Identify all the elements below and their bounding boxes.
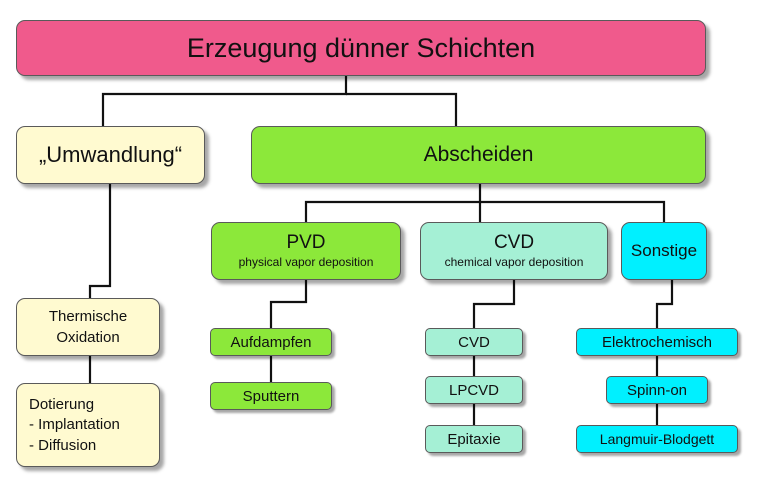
pvd-label: PVD — [286, 232, 326, 254]
thermische-line1: Thermische — [48, 307, 128, 325]
abscheiden-node: Abscheiden — [251, 126, 706, 184]
connector-cvd — [472, 280, 516, 328]
cvd-label: CVD — [493, 232, 535, 254]
root-node-label: Erzeugung dünner Schichten — [186, 32, 536, 63]
spinn-on-label: Spinn-on — [626, 381, 688, 399]
spinn-on-node: Spinn-on — [606, 376, 708, 404]
umwandlung-label: „Umwandlung“ — [38, 142, 183, 167]
dotierung-line1: Dotierung — [29, 396, 95, 414]
connector-abscheiden — [304, 184, 482, 222]
dotierung-line2: - Implantation — [29, 416, 120, 434]
connector-sonstige — [655, 280, 674, 328]
epitaxie-label: Epitaxie — [447, 430, 501, 448]
cvd-sublabel: chemical vapor deposition — [444, 255, 584, 270]
sonstige-node: Sonstige — [621, 222, 707, 280]
cvd-node: CVD chemical vapor deposition — [420, 222, 608, 280]
thermische-oxidation-node: Thermische Oxidation — [16, 298, 160, 356]
pvd-node: PVD physical vapor deposition — [211, 222, 401, 280]
elektrochemisch-node: Elektrochemisch — [576, 328, 738, 356]
cvd-child-node: CVD — [425, 328, 523, 356]
root-node: Erzeugung dünner Schichten — [16, 20, 706, 76]
connector-abscheiden-sonstige — [480, 200, 666, 222]
aufdampfen-label: Aufdampfen — [230, 333, 312, 351]
aufdampfen-node: Aufdampfen — [210, 328, 332, 356]
connector-root-abscheiden — [346, 92, 458, 126]
connector-root — [101, 76, 348, 126]
sonstige-label: Sonstige — [630, 241, 698, 260]
lpcvd-label: LPCVD — [448, 381, 500, 399]
elektrochemisch-label: Elektrochemisch — [601, 333, 713, 351]
umwandlung-node: „Umwandlung“ — [16, 126, 205, 184]
abscheiden-label: Abscheiden — [423, 143, 534, 166]
dotierung-line3: - Diffusion — [29, 436, 97, 454]
langmuir-blodgett-label: Langmuir-Blodgett — [599, 431, 715, 447]
connector-umwandlung — [88, 184, 112, 298]
cvd-child-label: CVD — [458, 333, 490, 351]
connector-pvd — [269, 280, 308, 328]
sputtern-node: Sputtern — [210, 382, 332, 410]
pvd-sublabel: physical vapor deposition — [238, 255, 374, 270]
dotierung-node: Dotierung - Implantation - Diffusion — [16, 383, 160, 467]
thermische-line2: Oxidation — [56, 329, 120, 346]
epitaxie-node: Epitaxie — [425, 425, 523, 453]
langmuir-blodgett-node: Langmuir-Blodgett — [576, 425, 738, 453]
sputtern-label: Sputtern — [242, 387, 300, 405]
lpcvd-node: LPCVD — [425, 376, 523, 404]
